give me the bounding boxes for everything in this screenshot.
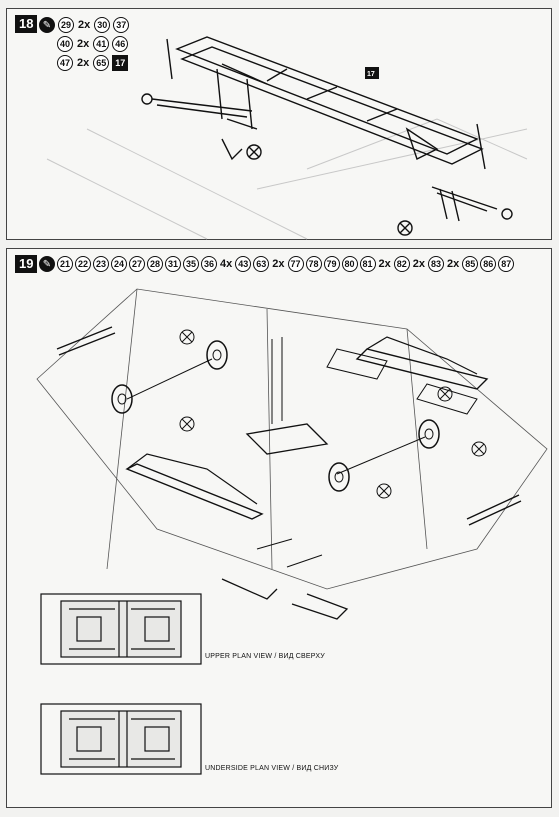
- part-number: 81: [359, 256, 376, 272]
- step-ref-label: 17: [367, 71, 375, 78]
- quantity-label: 2x: [378, 258, 391, 270]
- quantity-label: 2x: [447, 258, 460, 270]
- part-number: 31: [165, 256, 181, 272]
- part-number: 40: [57, 36, 73, 52]
- part-number: 78: [305, 256, 322, 272]
- quantity-label: 2x: [78, 19, 91, 31]
- quantity-label: 2x: [77, 38, 90, 50]
- part-number: 47: [57, 55, 73, 71]
- part-number: 77: [287, 256, 304, 272]
- part-number: 24: [111, 256, 127, 272]
- part-number: 85: [462, 256, 479, 272]
- part-number: 36: [201, 256, 217, 272]
- quantity-label: 2x: [77, 57, 90, 69]
- part-number: 37: [113, 17, 130, 33]
- part-number: 29: [58, 17, 74, 33]
- part-number: 83: [428, 256, 444, 272]
- part-number: 43: [235, 256, 252, 272]
- part-number: 63: [253, 256, 270, 272]
- part-number: 22: [75, 256, 91, 272]
- part-number: 79: [323, 256, 340, 272]
- step-number: 18: [15, 15, 38, 33]
- step-number: 19: [15, 255, 38, 273]
- step-18-diagram: 17: [46, 36, 528, 240]
- step-ref: 17: [112, 55, 129, 71]
- part-number: 27: [129, 256, 145, 272]
- step-19-diagram: [36, 288, 548, 775]
- part-number: 35: [183, 256, 199, 272]
- quantity-label: 4x: [220, 258, 233, 270]
- part-number: 21: [57, 256, 73, 272]
- underside-plan-view-label: UNDERSIDE PLAN VIEW / ВИД СНИЗУ: [205, 765, 339, 772]
- part-number: 65: [93, 55, 110, 71]
- part-number: 82: [393, 256, 410, 272]
- glue-icon: ✎: [39, 256, 55, 272]
- callouts-18: 17: [365, 67, 379, 79]
- part-number: 46: [112, 36, 129, 52]
- part-number: 30: [94, 17, 111, 33]
- part-number: 86: [480, 256, 497, 272]
- part-number: 23: [93, 256, 109, 272]
- part-number: 41: [93, 36, 110, 52]
- glue-icon: ✎: [39, 17, 55, 33]
- part-number: 87: [498, 256, 515, 272]
- part-number: 28: [147, 256, 163, 272]
- upper-plan-view-label: UPPER PLAN VIEW / ВИД СВЕРХУ: [205, 653, 325, 660]
- step-ref-badge: [365, 67, 379, 79]
- quantity-label: 2x: [272, 258, 285, 270]
- part-number: 80: [341, 256, 358, 272]
- quantity-label: 2x: [412, 258, 425, 270]
